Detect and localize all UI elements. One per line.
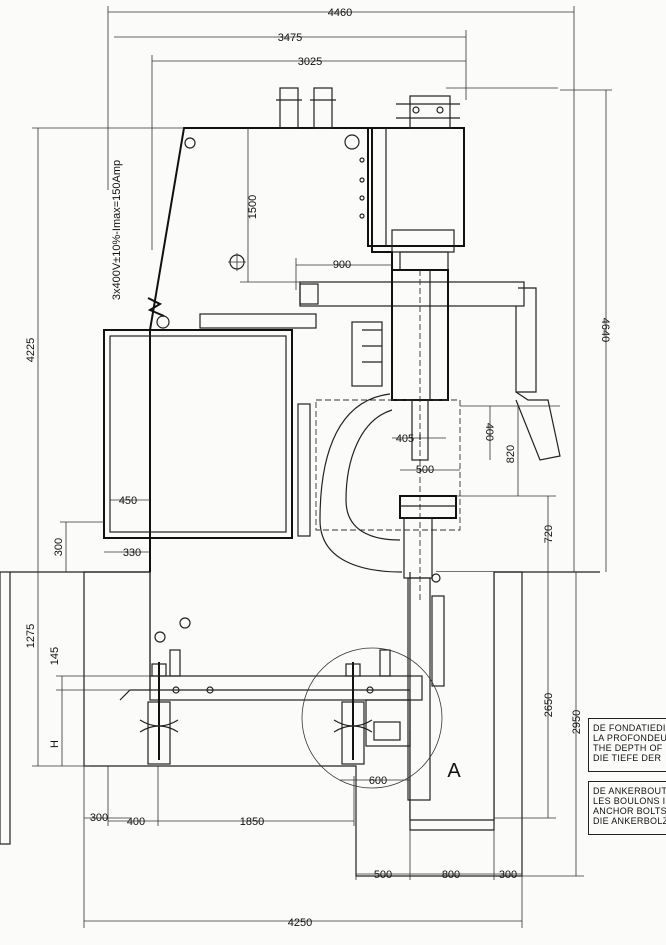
- power-hazard-icon: [147, 297, 165, 317]
- note-line: LES BOULONS I: [593, 796, 666, 806]
- note-line: ANCHOR BOLTS: [593, 806, 666, 816]
- chimney-left: [279, 87, 299, 129]
- dim-4250: 4250: [288, 917, 312, 929]
- chimney-right: [313, 87, 333, 129]
- dim-145: 145: [49, 647, 61, 665]
- dim-300-left: 300: [53, 538, 65, 556]
- frame-outline: [149, 127, 393, 572]
- lower-electrode-holder: [399, 495, 457, 519]
- dim-300-bottom-left: 300: [90, 812, 108, 824]
- dim-900: 900: [333, 259, 351, 271]
- note-line: DE FONDATIEDI: [593, 723, 666, 733]
- machine: [103, 87, 561, 801]
- note-line: DIE ANKERBOLZ: [593, 816, 666, 826]
- dimension-lines: [32, 6, 612, 928]
- dim-4460: 4460: [328, 7, 352, 19]
- dim-1850: 1850: [240, 816, 264, 828]
- dim-405: 405: [396, 433, 414, 445]
- secondary-loop-outer: [319, 393, 403, 573]
- anchor-bolts-note: DE ANKERBOUT LES BOULONS I ANCHOR BOLTS …: [588, 781, 666, 835]
- dimension-labels: 4460 3475 3025 1500 900 4640 4225 405 40…: [25, 7, 611, 929]
- dim-820: 820: [505, 445, 517, 463]
- dim-3475: 3475: [278, 32, 302, 44]
- dim-400-top: 400: [483, 423, 495, 441]
- left-wall-hatch: [0, 571, 11, 845]
- dim-2650: 2650: [543, 693, 555, 717]
- dim-400-bottom: 400: [127, 816, 145, 828]
- dim-1275: 1275: [25, 624, 37, 648]
- electrical-cabinet: [103, 329, 293, 539]
- pit-bracket: [365, 699, 411, 747]
- note-line: THE DEPTH OF: [593, 743, 663, 753]
- dim-500-mid: 500: [416, 464, 434, 476]
- dim-300-bottom-right: 300: [499, 869, 517, 881]
- upper-arm: [299, 281, 525, 307]
- dim-330: 330: [123, 547, 141, 559]
- dim-2950: 2950: [571, 710, 583, 734]
- dim-4640: 4640: [599, 318, 611, 342]
- dim-1500: 1500: [247, 195, 259, 219]
- dim-3025: 3025: [298, 56, 322, 68]
- dim-800: 800: [442, 869, 460, 881]
- note-line: LA PROFONDEU: [593, 733, 666, 743]
- dim-450: 450: [119, 495, 137, 507]
- detail-circle-a: [301, 647, 443, 789]
- foundation: [0, 571, 600, 877]
- valve-block: [409, 95, 451, 129]
- transformer-outline: [315, 399, 461, 531]
- dim-4225: 4225: [25, 338, 37, 362]
- dim-500-bottom: 500: [374, 869, 392, 881]
- note-line: DIE TIEFE DER: [593, 753, 662, 763]
- dim-720: 720: [543, 525, 555, 543]
- bed-plate: [149, 675, 423, 701]
- lower-arm: [407, 577, 431, 801]
- return-pipe: [515, 287, 537, 393]
- power-rating-label: 3x400V±10%-Imax=150Amp: [111, 160, 123, 300]
- note-line: DE ANKERBOUT: [593, 786, 666, 796]
- detail-label-a: A: [447, 760, 461, 782]
- upper-head: [367, 127, 465, 247]
- foundation-depth-note: DE FONDATIEDI LA PROFONDEU THE DEPTH OF …: [588, 718, 666, 772]
- dim-600: 600: [369, 775, 387, 787]
- dim-h: H: [49, 740, 61, 748]
- secondary-loop-inner: [345, 409, 401, 541]
